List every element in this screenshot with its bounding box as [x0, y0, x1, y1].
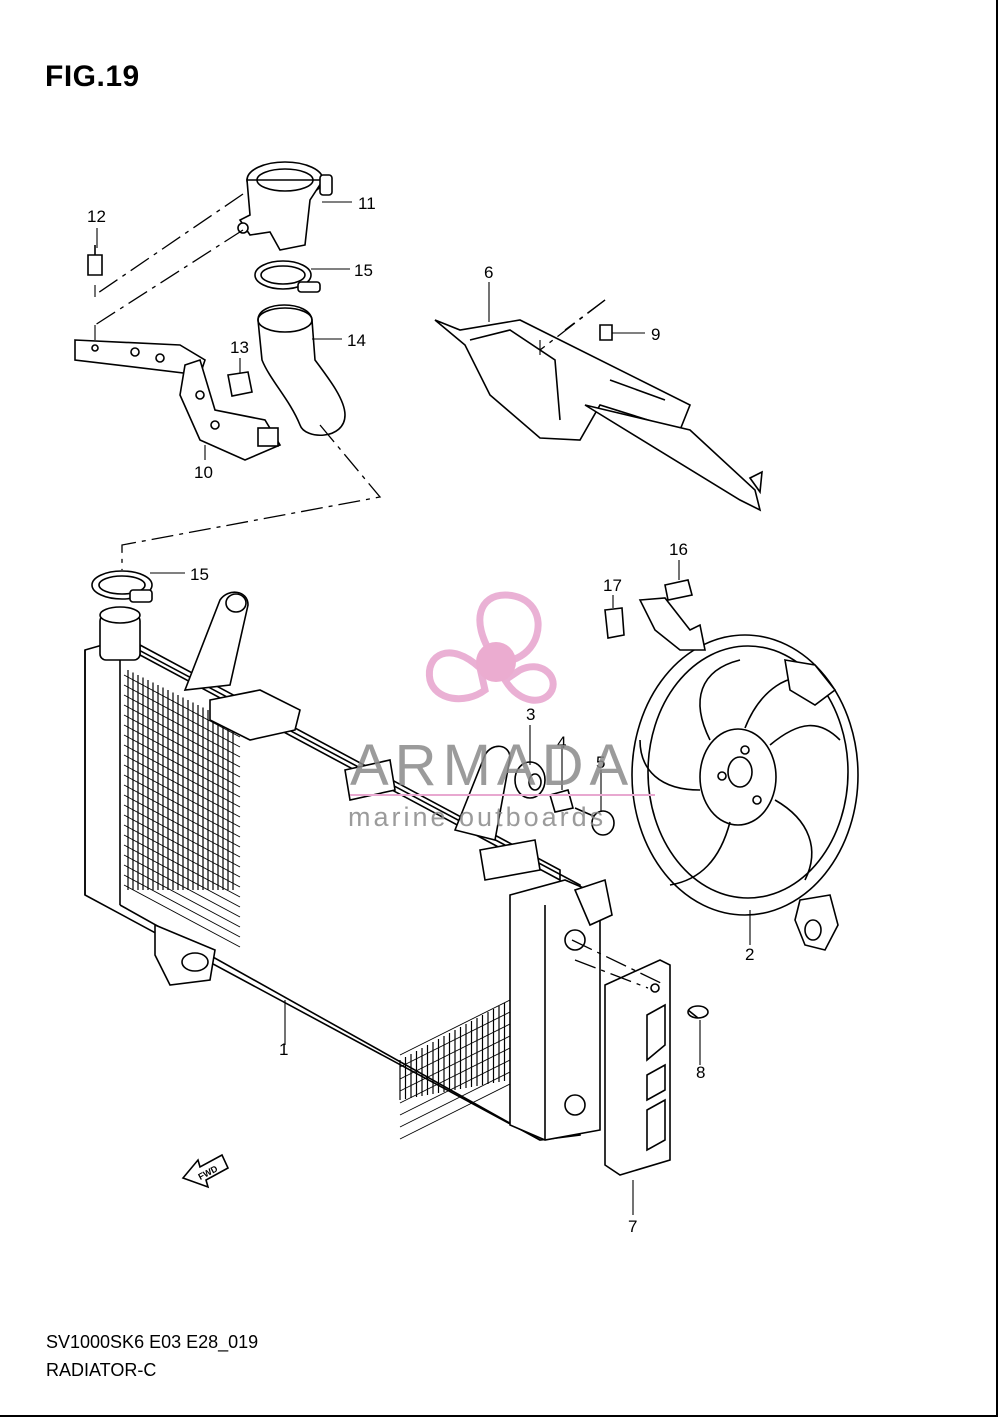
callout-2: 2: [745, 945, 754, 964]
fin-line: [123, 804, 241, 868]
fin-line: [399, 1047, 511, 1104]
callout-14: 14: [347, 331, 366, 350]
watermark-logo: [425, 591, 557, 704]
fin-line: [123, 704, 241, 768]
callout-labels: 1 2 3 4 5 6 7 8 9 10 11 12 13 14 15 15 1…: [87, 194, 754, 1236]
fin-line: [123, 864, 241, 928]
callout-7: 7: [628, 1217, 637, 1236]
fin-line: [123, 794, 241, 858]
callout-13: 13: [230, 338, 249, 357]
fin-line: [123, 674, 241, 738]
logo-hub: [476, 642, 516, 682]
side-cover: [604, 959, 671, 1176]
radiator-fins: [123, 670, 511, 1140]
callout-3: 3: [526, 705, 535, 724]
callout-15-lower: 15: [190, 565, 209, 584]
callout-12: 12: [87, 207, 106, 226]
fin-line: [123, 774, 241, 838]
leader-lines: [96, 201, 751, 1215]
callout-5: 5: [596, 753, 605, 772]
fin-line: [123, 714, 241, 778]
diagram-code: SV1000SK6 E03 E28_019: [46, 1332, 259, 1352]
fin-line: [399, 1011, 511, 1068]
callout-15-upper: 15: [354, 261, 373, 280]
callout-11: 11: [358, 194, 376, 213]
callout-6: 6: [484, 263, 493, 282]
fin-line: [123, 834, 241, 898]
callout-10: 10: [194, 463, 213, 482]
fin-line: [123, 734, 241, 798]
hose-bracket: [74, 339, 282, 461]
callout-8: 8: [696, 1063, 705, 1082]
fasteners: [87, 245, 709, 1019]
radiator-core: [84, 591, 613, 1141]
fin-line: [399, 1071, 511, 1128]
fin-line: [123, 884, 241, 948]
diagram-name: RADIATOR-C: [46, 1360, 157, 1380]
figure-title: FIG.19: [45, 60, 140, 93]
fin-line: [123, 684, 241, 748]
fin-line: [399, 1023, 511, 1080]
fin-line: [399, 1059, 511, 1116]
callout-9: 9: [651, 325, 660, 344]
hose-assembly: [91, 161, 346, 603]
watermark-tagline: marine outboards: [348, 802, 606, 832]
cooling-fan: [631, 597, 859, 951]
fin-line: [123, 784, 241, 848]
air-guide: [434, 319, 763, 512]
fwd-direction-marker: FWD: [181, 1153, 230, 1189]
watermark-brand: ARMADA: [350, 733, 634, 798]
fin-line: [399, 1083, 511, 1140]
assembly-lines: [94, 193, 666, 989]
fin-line: [123, 694, 241, 758]
fin-line: [123, 814, 241, 878]
fin-line: [123, 824, 241, 888]
fin-line: [123, 744, 241, 808]
callout-17: 17: [603, 576, 622, 595]
fin-line: [399, 1035, 511, 1092]
logo-blade-top: [476, 591, 542, 666]
callout-4: 4: [557, 733, 566, 752]
fin-line: [123, 724, 241, 788]
callout-16: 16: [669, 540, 688, 559]
fin-line: [123, 754, 241, 818]
fin-line: [123, 844, 241, 908]
fin-line: [399, 999, 511, 1056]
fin-line: [123, 874, 241, 938]
logo-blade-right: [500, 663, 557, 704]
logo-blade-left: [425, 649, 489, 703]
fin-line: [123, 764, 241, 828]
callout-1: 1: [279, 1040, 288, 1059]
fin-line: [123, 854, 241, 918]
watermark-text: ARMADA marine outboards: [348, 733, 655, 832]
